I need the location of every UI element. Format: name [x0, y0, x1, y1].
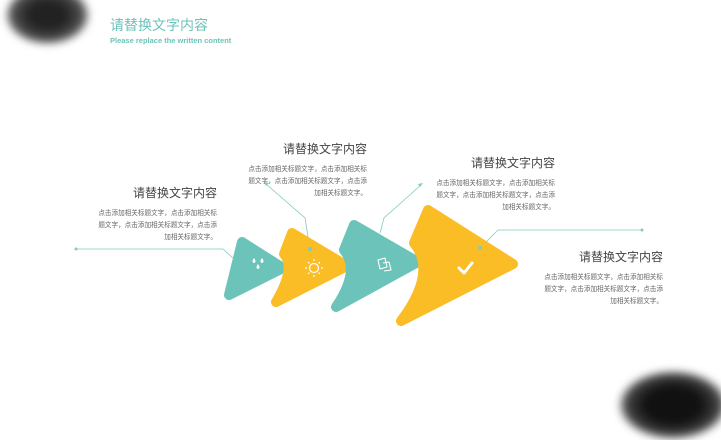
text-block-3: 请替换文字内容 点击添加相关标题文字，点击添加相关标题文字，点击添加相关标题文字… [430, 154, 555, 213]
arrow-head [418, 183, 423, 187]
block-title: 请替换文字内容 [282, 142, 367, 156]
connector-end-dot [640, 228, 644, 232]
sun-icon [305, 259, 323, 277]
text-block-1: 请替换文字内容 点击添加相关标题文字，点击添加相关标题文字，点击添加相关标题文字… [92, 184, 217, 243]
block-body: 点击添加相关标题文字，点击添加相关标题文字，点击添加相关标题文字，点击添加相关标… [544, 273, 663, 305]
check-icon [457, 261, 474, 275]
step-shape-2 [271, 228, 352, 307]
block-title: 请替换文字内容 [132, 186, 217, 200]
text-block-4: 请替换文字内容 点击添加相关标题文字，点击添加相关标题文字，点击添加相关标题文字… [538, 248, 663, 307]
connector-line-3 [379, 184, 422, 234]
header-title: 请替换文字内容 [110, 18, 208, 34]
block-title: 请替换文字内容 [470, 156, 555, 170]
arrow-head [264, 182, 269, 186]
block-body: 点击添加相关标题文字，点击添加相关标题文字，点击添加相关标题文字，点击添加相关标… [98, 209, 217, 241]
header-subtitle: Please replace the written content [110, 36, 232, 45]
water-drops-icon [252, 258, 264, 269]
connector-end-dot [74, 247, 78, 251]
connector-line-1 [76, 248, 234, 259]
block-body: 点击添加相关标题文字，点击添加相关标题文字，点击添加相关标题文字，点击添加相关标… [436, 179, 555, 211]
text-block-2: 请替换文字内容 点击添加相关标题文字，点击添加相关标题文字，点击添加相关标题文字… [242, 140, 367, 199]
block-title: 请替换文字内容 [578, 250, 663, 264]
step-shape-3 [331, 220, 423, 312]
process-diagram [74, 182, 644, 326]
step-shape-4 [396, 205, 518, 326]
step-shape-1 [224, 237, 288, 300]
block-body: 点击添加相关标题文字，点击添加相关标题文字，点击添加相关标题文字，点击添加相关标… [248, 165, 367, 197]
cards-icon [377, 257, 392, 272]
connector-line-4 [479, 229, 642, 249]
